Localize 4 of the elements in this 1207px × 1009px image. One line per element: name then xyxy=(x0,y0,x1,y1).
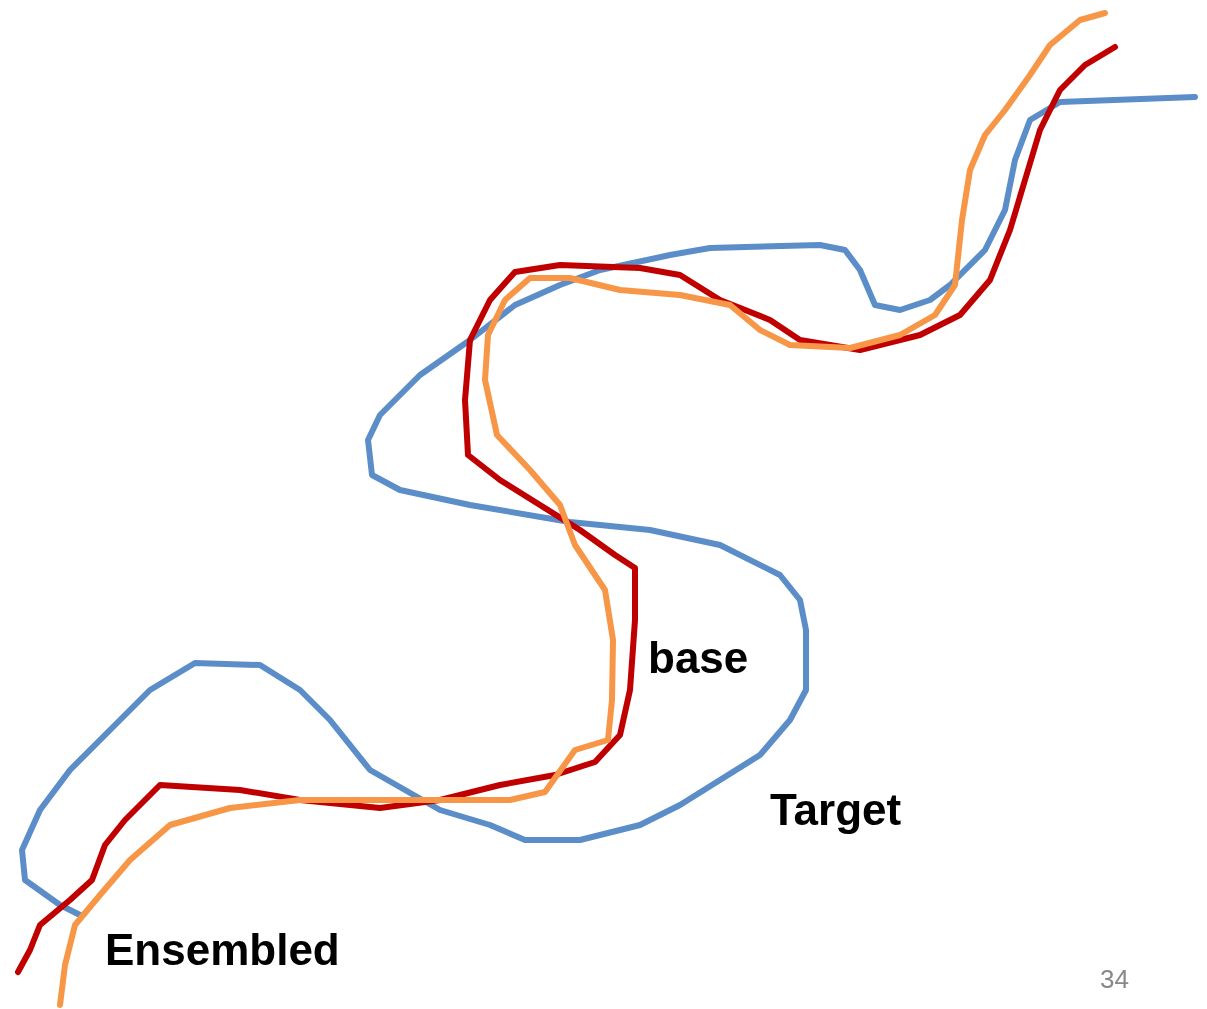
curve-label: base xyxy=(648,636,749,680)
page-number: 34 xyxy=(1100,966,1129,992)
curve-label: Ensembled xyxy=(105,928,340,972)
curve-label: Target xyxy=(770,788,902,832)
